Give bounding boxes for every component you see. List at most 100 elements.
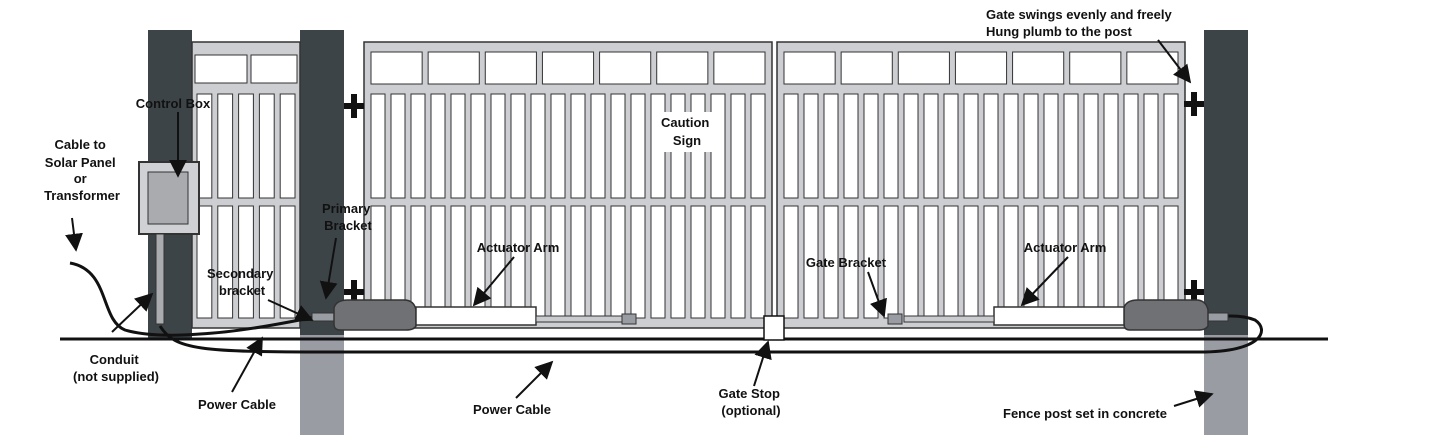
label-conduit: Conduit (not supplied) <box>73 352 159 384</box>
gate-picket <box>1103 93 1119 199</box>
label-gate-bracket: Gate Bracket <box>806 255 887 270</box>
label-power-cable-left: Power Cable <box>198 397 276 412</box>
gate-picket <box>430 205 446 319</box>
arrow-actuator-arm-left <box>472 256 515 307</box>
gate-picket <box>750 93 766 199</box>
gate-top-panel <box>484 51 537 85</box>
gate-picket <box>783 205 799 319</box>
gate-picket <box>217 93 234 199</box>
gate-picket <box>983 93 999 199</box>
gate-top-panel <box>1126 51 1179 85</box>
gate-picket <box>923 93 939 199</box>
gate-picket <box>217 205 234 319</box>
gate-picket <box>196 205 213 319</box>
gate-picket <box>1063 93 1079 199</box>
label-cable-to: Cable to Solar Panel or Transformer <box>44 137 120 203</box>
gate-picket <box>883 93 899 199</box>
arrow-power-cable-mid <box>515 360 554 399</box>
gate-picket <box>943 93 959 199</box>
arrow-gate-bracket <box>867 271 887 318</box>
gate-top-panel <box>1069 51 1122 85</box>
gate-picket <box>1083 93 1099 199</box>
gate-picket <box>650 205 666 319</box>
hinge-icon <box>344 280 364 304</box>
gate-picket <box>943 205 959 319</box>
gate-picket <box>570 93 586 199</box>
arrow-actuator-arm-right <box>1020 256 1069 307</box>
gate-picket <box>843 93 859 199</box>
label-actuator-arm-right: Actuator Arm <box>1024 240 1107 255</box>
gate-top-panel <box>954 51 1008 85</box>
gate-picket <box>863 93 879 199</box>
gate-picket <box>530 93 546 199</box>
gate-picket <box>630 205 646 319</box>
label-gate-stop: Gate Stop (optional) <box>718 386 783 418</box>
left-actuator <box>311 299 637 331</box>
gate-picket <box>450 93 466 199</box>
gate-picket <box>690 205 706 319</box>
gate-picket <box>410 93 426 199</box>
gate-picket <box>1063 205 1079 319</box>
gate-picket <box>238 205 254 319</box>
left-gate-leaf <box>363 41 773 329</box>
gate-picket <box>1003 93 1019 199</box>
gate-picket <box>279 205 296 319</box>
posts <box>148 30 1248 435</box>
hinge-icon <box>1184 280 1204 304</box>
gate-picket <box>843 205 859 319</box>
gate-top-panel <box>713 51 766 85</box>
gate-picket <box>258 93 275 199</box>
gate-picket <box>630 93 646 199</box>
gate-picket <box>1123 93 1139 199</box>
gate-picket <box>510 93 526 199</box>
gate-picket <box>903 93 919 199</box>
gate-picket <box>410 205 426 319</box>
gate-picket <box>750 205 766 319</box>
label-fence-post: Fence post set in concrete <box>1003 406 1167 421</box>
right-gate-leaf <box>776 41 1186 329</box>
gate-top-panel <box>783 51 836 85</box>
gate-picket <box>823 205 839 319</box>
gate-top-panel <box>370 51 423 85</box>
hinge-icon <box>1184 92 1204 116</box>
label-primary-bracket: Primary Bracket <box>322 201 374 233</box>
gate-picket <box>670 205 686 319</box>
gate-top-panel <box>1012 51 1065 85</box>
arrow-gate-stop <box>753 340 772 387</box>
label-gate-swings: Gate swings evenly and freely Hung plumb… <box>986 7 1175 39</box>
label-actuator-arm-left: Actuator Arm <box>477 240 560 255</box>
gate-top-panel <box>541 51 595 85</box>
right-gate-post-top <box>1204 30 1248 335</box>
power-cable-under-gate <box>158 314 1263 354</box>
gate-picket <box>430 93 446 199</box>
gate-picket <box>590 93 606 199</box>
gate-picket <box>490 205 506 319</box>
gate-top-panel <box>656 51 709 85</box>
gate-picket <box>1043 93 1059 199</box>
gate-picket <box>370 93 386 199</box>
callout-arrows <box>65 39 1214 408</box>
gate-picket <box>1043 205 1059 319</box>
gate-picket <box>983 205 999 319</box>
gate-picket <box>490 93 506 199</box>
gate-picket <box>963 205 979 319</box>
gate-top-panel <box>599 51 652 85</box>
fence-panel <box>191 41 301 329</box>
arrow-cable-to <box>65 217 83 252</box>
gate-picket <box>550 205 566 319</box>
gate-top-panel <box>897 51 950 85</box>
arrow-gate-swings <box>1157 39 1192 84</box>
gate-top-panel <box>427 51 480 85</box>
gate-picket <box>730 205 746 319</box>
gate-picket <box>510 205 526 319</box>
gate-picket <box>710 205 726 319</box>
gate-picket <box>390 93 406 199</box>
gate-picket <box>1163 93 1179 199</box>
arrow-fence-post <box>1173 390 1214 408</box>
gate-picket <box>450 205 466 319</box>
gate-picket <box>590 205 606 319</box>
hinges <box>344 92 1204 304</box>
gate-picket <box>803 205 819 319</box>
label-control-box: Control Box <box>136 96 211 111</box>
arrow-power-cable-left <box>231 336 263 393</box>
